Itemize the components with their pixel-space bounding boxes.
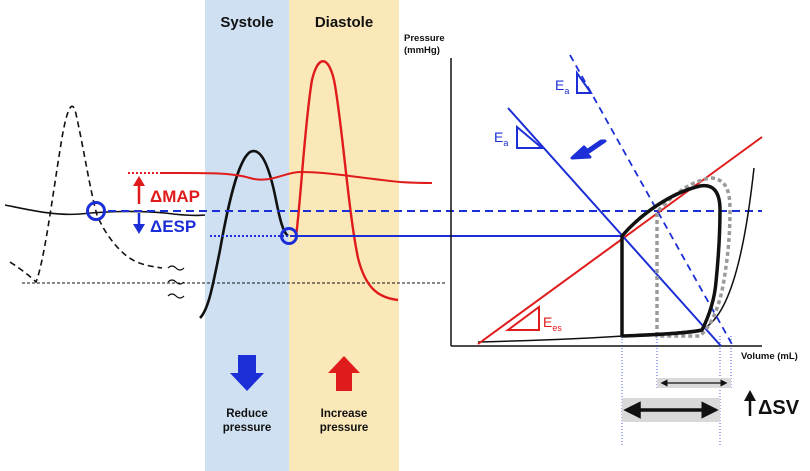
shift-arrow-icon	[570, 139, 607, 160]
diastolic-augmentation-pulse	[294, 60, 399, 302]
reduce-pressure-line2: pressure	[223, 422, 272, 434]
native-pulse-dashed	[9, 105, 163, 284]
ea-label-dashed: Ea	[555, 77, 569, 96]
arterial-elastance-line-solid	[507, 107, 722, 347]
pv-y-axis-title-line1: Pressure	[404, 33, 445, 44]
axis-break-top	[167, 265, 185, 271]
increase-pressure-line2: pressure	[320, 422, 369, 434]
delta-map-label: ΔMAP	[150, 187, 200, 206]
diastole-label: Diastole	[315, 14, 373, 31]
pv-x-axis-title: Volume (mL)	[741, 351, 798, 362]
delta-esp-label: ΔESP	[150, 217, 196, 236]
end-systolic-pv-relationship	[477, 136, 763, 345]
mean-arterial-pressure-curve	[159, 170, 433, 184]
reduce-pressure-arrow-icon	[230, 355, 264, 391]
systole-label: Systole	[220, 14, 273, 31]
reduce-pressure-line1: Reduce	[226, 408, 268, 420]
axis-break-bottom	[167, 293, 185, 299]
increase-pressure-line1: Increase	[321, 408, 368, 420]
ea-slope-triangle-solid	[516, 124, 545, 149]
increase-pressure-arrow-icon	[328, 356, 360, 391]
delta-sv-label: ΔSV	[758, 397, 800, 419]
axis-break-middle	[167, 279, 185, 285]
ea-slope-triangle-dashed	[576, 69, 593, 94]
pv-y-axis-title-line2: (mmHg)	[404, 45, 440, 56]
dicrotic-notch-marker-native	[86, 201, 106, 221]
ees-slope-triangle	[504, 305, 540, 331]
baseline-pv-loop	[620, 183, 722, 338]
arterial-elastance-line-dashed	[569, 54, 734, 347]
dicrotic-notch-marker-assisted	[280, 227, 298, 245]
ea-label-solid: Ea	[494, 129, 508, 148]
esp-down-arrow-head	[133, 224, 145, 234]
map-up-arrow-head	[133, 176, 145, 186]
shifted-pv-loop-dotted	[655, 176, 732, 338]
ees-label: Ees	[543, 314, 562, 333]
delta-sv-up-arrow-head	[744, 390, 756, 401]
